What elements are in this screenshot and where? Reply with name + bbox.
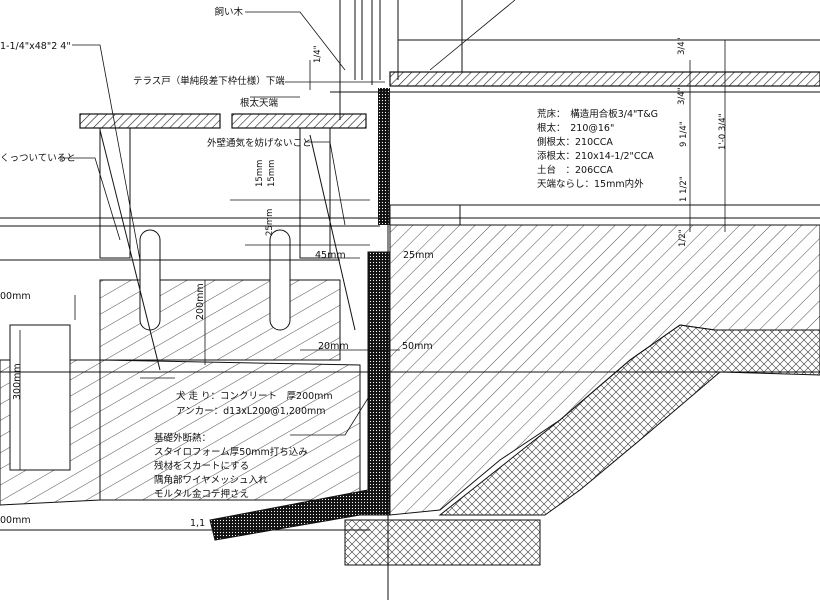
dim-45: 45mm	[315, 250, 346, 261]
label-kaiki: 飼い木	[214, 6, 243, 18]
label-terrace-door: テラス戸（単純段差下枠仕様）下端	[133, 75, 285, 87]
spec-rim: 側根太：210CCA	[537, 136, 613, 148]
dim-3-4a: 3/4"	[677, 37, 687, 55]
deck-boards	[79, 113, 367, 259]
spec-floor: 荒床： 構造用合板3/4"T&G	[537, 108, 658, 120]
dimension-lines	[19, 40, 726, 470]
dim-1-2: 1/2"	[678, 229, 688, 247]
dim-1-0-3-4: 1'-0 3/4"	[718, 113, 728, 150]
dim-3-4b: 3/4"	[677, 87, 687, 105]
dim-1-4-top: 1/4"	[313, 45, 323, 63]
dim-left-bottom: 00mm	[0, 515, 31, 526]
insulation-line1: スタイロフォーム厚50mm打ち込み	[154, 446, 308, 458]
dim-15a: 15mm	[255, 160, 265, 187]
spec-block: 荒床： 構造用合板3/4"T&G 根太： 210@16" 側根太：210CCA …	[537, 108, 658, 190]
spec-joist: 根太： 210@16"	[537, 122, 614, 134]
dim-200: 200mm	[195, 283, 206, 320]
insulation-title: 基礎外断熱：	[154, 432, 211, 444]
dim-50: 50mm	[402, 341, 433, 352]
spec-tolerance: 天端ならし：15mm内外	[537, 178, 644, 190]
dim-9-1-4: 9 1/4"	[679, 121, 689, 147]
dogbashiri-line1: 犬 走 り：コンクリート 厚200mm	[176, 390, 333, 402]
insulation-line4: モルタル金コテ押さえ	[154, 488, 249, 500]
dim-25b: 25mm	[403, 250, 434, 261]
dogbashiri-line2: アンカー：d13xL200@1,200mm	[176, 406, 326, 417]
label-deck-size: 1-1/4"x48"2 4"	[0, 41, 71, 52]
insulation-note: 基礎外断熱： スタイロフォーム厚50mm打ち込み 残材をスカートにする 隅角部ワ…	[154, 432, 308, 500]
dim-left-top: 00mm	[0, 291, 31, 302]
dim-1-1: 1,1	[190, 518, 205, 529]
dim-20: 20mm	[318, 341, 349, 352]
label-neta-top: 根太天端	[240, 97, 279, 109]
foundation-insulation	[209, 71, 820, 541]
label-ventilation: 外壁通気を妨げないこと	[207, 137, 312, 149]
dim-300: 300mm	[12, 363, 23, 400]
dim-25a: 25mm	[265, 209, 275, 236]
label-kuttsuite: くっついていると	[0, 153, 76, 164]
dogbashiri-note: 犬 走 り：コンクリート 厚200mm アンカー：d13xL200@1,200m…	[176, 390, 333, 417]
spec-sill: 土台 ：206CCA	[537, 164, 613, 176]
insulation-line2: 残材をスカートにする	[154, 460, 249, 472]
insulation-line3: 隅角部ワイヤメッシュ入れ	[154, 474, 268, 486]
spec-sister: 添根太：210x14-1/2"CCA	[537, 150, 654, 162]
dim-15b: 15mm	[267, 160, 277, 187]
leader-lines	[60, 0, 516, 436]
dim-1-1-2: 1 1/2"	[679, 176, 689, 202]
gravel-fill	[344, 324, 820, 566]
